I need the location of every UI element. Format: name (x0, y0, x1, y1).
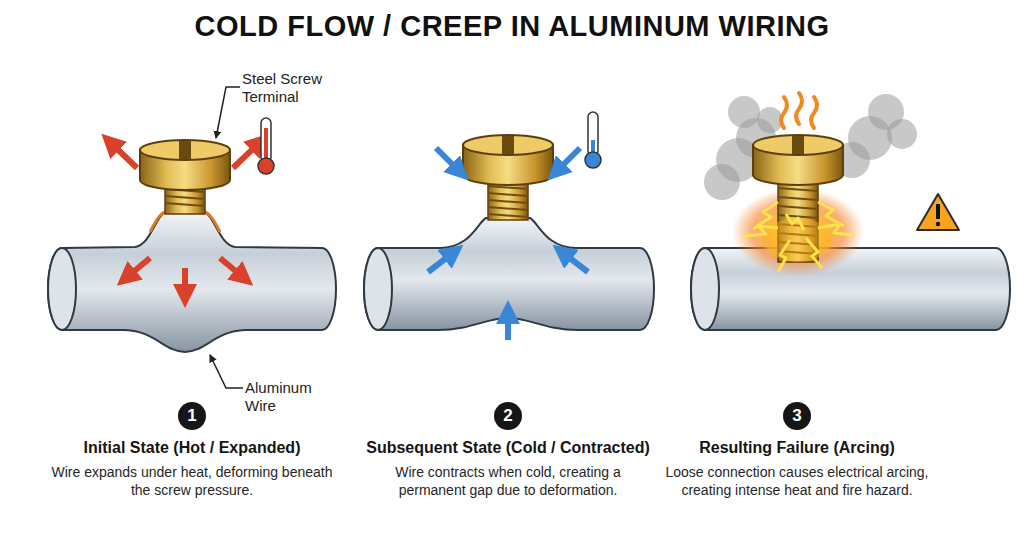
step-heading: Subsequent State (Cold / Contracted) (366, 438, 650, 458)
arrow (126, 258, 150, 278)
wire-end (364, 248, 392, 330)
thermometer-cold (585, 112, 601, 168)
thread (488, 193, 528, 196)
screw-head-top (463, 135, 553, 155)
thermometer-tube (261, 118, 271, 162)
thread (778, 197, 818, 200)
heat-waves (781, 93, 817, 128)
contraction-arrows (428, 148, 588, 340)
screw-slot (502, 136, 514, 154)
warning-triangle (917, 194, 959, 230)
screw-threads (488, 186, 528, 217)
spark (744, 226, 778, 236)
spark (806, 238, 822, 268)
panel-arcing (691, 93, 1010, 330)
arrow (233, 142, 260, 168)
thermometer-tube (588, 112, 598, 156)
smoke-puff (728, 96, 760, 128)
step-description: Loose connection causes electrical arcin… (652, 463, 942, 499)
heat-wave (781, 97, 787, 128)
heat-wave (811, 97, 817, 128)
exclamation-dot (936, 222, 941, 227)
callout-number: 2 (494, 402, 522, 430)
smoke (704, 94, 917, 200)
warning-sign (917, 194, 959, 230)
screw-slot (179, 141, 191, 159)
panel-cold (364, 112, 654, 340)
part-label: Steel Screw Terminal (242, 70, 337, 106)
leader-line (216, 87, 240, 138)
expansion-arrows (110, 142, 260, 296)
spark (786, 214, 804, 230)
arrow (220, 258, 244, 278)
callout-number: 3 (783, 402, 811, 430)
step-caption: 1Initial State (Hot / Expanded) Wire expa… (27, 402, 357, 499)
arrow (110, 142, 137, 168)
spark (778, 240, 790, 272)
leader-line (210, 355, 243, 388)
panel-hot (48, 118, 336, 352)
screw-head-top (140, 140, 230, 160)
step-description: Wire contracts when cold, creating a per… (363, 463, 653, 499)
spark (818, 202, 844, 226)
arrow (182, 268, 188, 296)
aluminum-wire (691, 248, 1010, 330)
exclamation-bar (936, 204, 940, 219)
thermometer-hot (258, 118, 274, 174)
arrow (505, 312, 511, 340)
step-caption: 3Resulting Failure (Arcing) Loose connect… (632, 402, 962, 499)
thermometer-level (264, 128, 268, 162)
wire-end (48, 248, 76, 330)
arrow (428, 252, 454, 272)
thread (488, 207, 528, 210)
screw-slot (792, 136, 804, 154)
spark (753, 202, 778, 229)
arrow (562, 252, 588, 272)
thread (778, 188, 818, 191)
screw-head-top (753, 135, 843, 155)
step-heading: Initial State (Hot / Expanded) (84, 438, 301, 458)
arrow (556, 148, 580, 172)
arrow (436, 148, 460, 172)
diagram-title: COLD FLOW / CREEP IN ALUMINUM WIRING (0, 10, 1024, 43)
aluminum-wire (48, 212, 336, 352)
part-label: Aluminum Wire (245, 379, 325, 415)
thermometer-bulb (258, 158, 274, 174)
thread (488, 200, 528, 203)
thermometer-bulb (585, 152, 601, 168)
callout-number: 1 (178, 402, 206, 430)
thread (488, 186, 528, 189)
wire-end (691, 248, 719, 330)
step-caption: 2Subsequent State (Cold / Contracted) Wir… (343, 402, 673, 499)
screw-threads (165, 189, 205, 206)
arc-glow-core (764, 218, 832, 262)
thread (778, 206, 818, 209)
step-description: Wire expands under heat, deforming benea… (47, 463, 337, 499)
thread (165, 203, 205, 206)
thread (488, 214, 528, 217)
thread (165, 196, 205, 199)
spark (818, 224, 854, 235)
step-heading: Resulting Failure (Arcing) (699, 438, 895, 458)
smoke-puff (887, 119, 917, 149)
heat-wave (796, 93, 802, 124)
sparks (744, 202, 854, 272)
